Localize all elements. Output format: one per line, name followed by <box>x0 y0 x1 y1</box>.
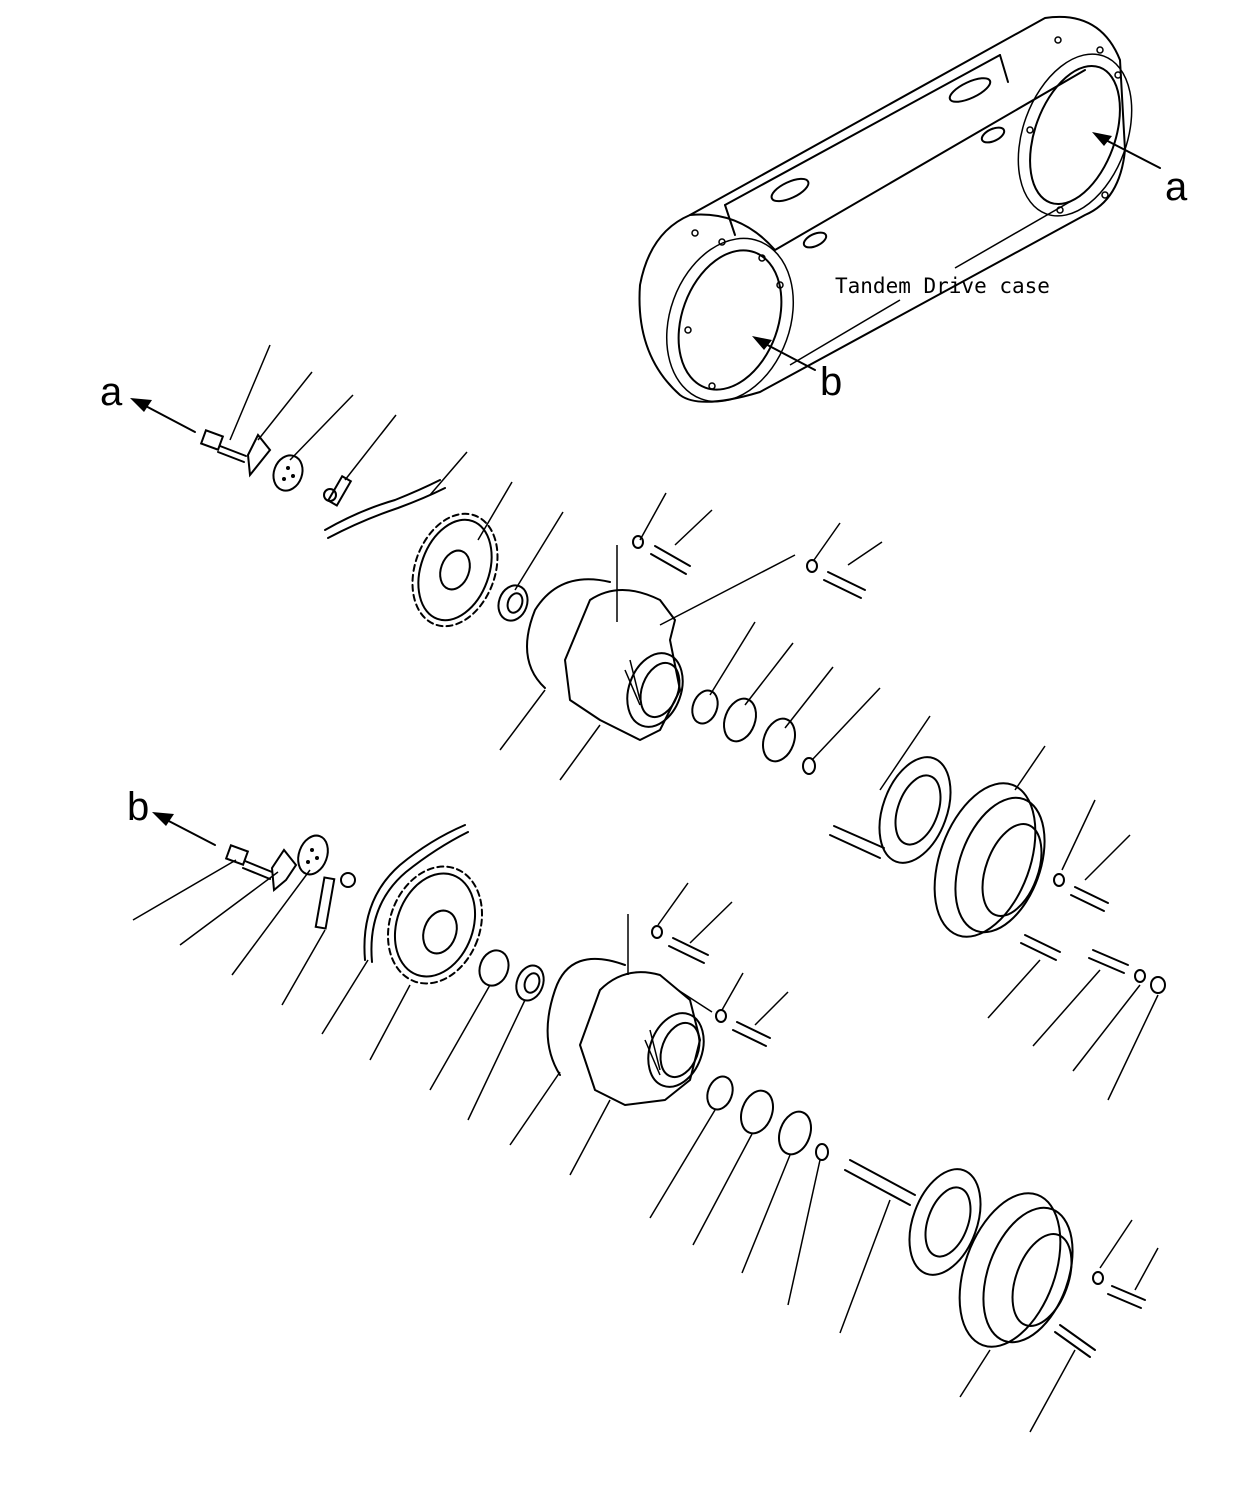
sprocket-icon <box>386 865 484 985</box>
hub-icon <box>958 1192 1074 1348</box>
lower-assembly <box>132 812 1159 1433</box>
washer-icon <box>272 454 304 492</box>
pin-icon <box>314 872 356 930</box>
housing-icon <box>579 971 705 1106</box>
ref-label-a-left: a <box>100 370 123 414</box>
bolt-icon <box>1020 873 1166 994</box>
lock-plate-icon <box>270 848 298 892</box>
bolt-icon <box>651 925 771 1047</box>
leader-lines-upper <box>229 344 1159 1101</box>
tandem-drive-case <box>638 16 1161 403</box>
upper-assembly <box>130 344 1166 1101</box>
hub-icon <box>933 782 1046 938</box>
arrow-icon <box>152 812 216 846</box>
ref-label-b-top: b <box>820 360 842 404</box>
ref-label-b-left: b <box>127 785 149 829</box>
bearing-icon <box>497 584 529 622</box>
ref-label-a-top: a <box>1165 165 1188 209</box>
gasket-icon <box>526 578 611 689</box>
arrow-icon <box>130 398 196 433</box>
axle-icon <box>844 1159 982 1276</box>
bearing-icon <box>478 949 545 1002</box>
bolt-icon <box>632 535 866 599</box>
bearing-icon <box>706 1075 829 1161</box>
washer-icon <box>297 834 329 876</box>
bolt-icon <box>1054 1271 1146 1358</box>
bolt-icon <box>199 429 247 463</box>
chain-icon <box>363 824 469 963</box>
pin-icon <box>323 474 353 507</box>
axle-icon <box>829 756 952 864</box>
bearing-icon <box>691 689 816 775</box>
lock-plate-icon <box>246 433 272 478</box>
housing-icon <box>564 589 684 741</box>
chain-icon <box>324 479 446 539</box>
tandem-drive-case-label: Tandem Drive case <box>835 274 1050 298</box>
leader-lines-lower <box>132 859 1159 1433</box>
sprocket-icon <box>411 512 499 628</box>
gasket-icon <box>546 957 626 1076</box>
